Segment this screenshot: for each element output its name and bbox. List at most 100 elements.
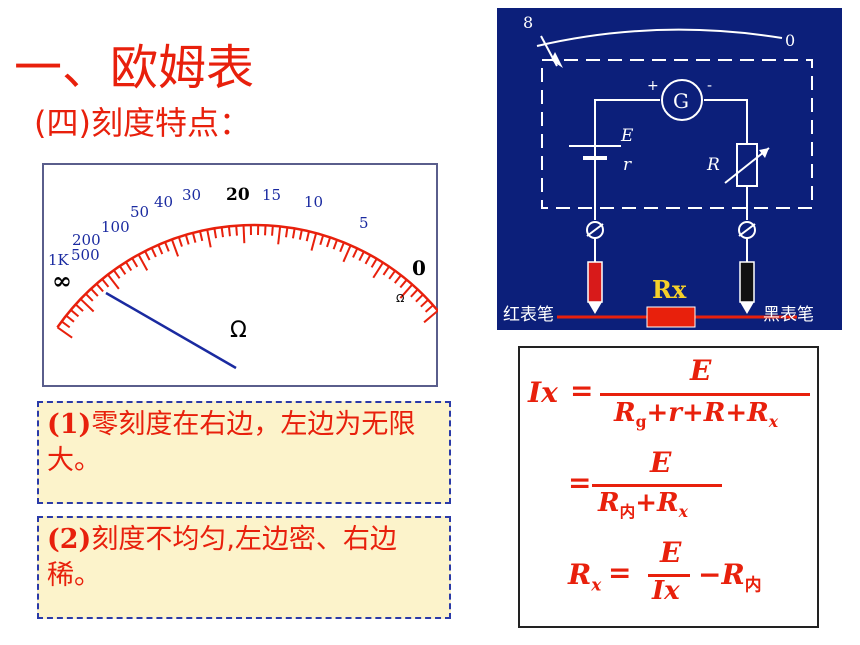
frac-bar-2	[592, 484, 722, 487]
scale-tick	[112, 269, 121, 279]
red-lead-label: 红表笔	[503, 305, 554, 325]
formula-den1: Rg+r+R+Rx	[614, 398, 779, 432]
scale-label-500: 500	[71, 246, 100, 264]
rheostat-arrow-head	[759, 148, 769, 158]
rx-label: Rx	[652, 275, 687, 304]
ohmmeter-scale-figure: ∞ 1K 500 200 100 50 40 30 20 15 10 5 0 Ω…	[42, 163, 438, 387]
red-probe-tip	[588, 302, 602, 314]
unit-large-ohm: Ω	[230, 318, 247, 343]
formula-minus-r: −R内	[698, 558, 762, 595]
frac-bar-1	[600, 393, 810, 396]
scale-label-15: 15	[262, 186, 281, 204]
formula-num3: E	[660, 536, 682, 569]
formula-num1: E	[690, 354, 712, 387]
scale-tick	[101, 278, 110, 288]
meter-boundary-box	[541, 59, 813, 209]
black-probe	[739, 261, 755, 303]
scale-tick	[199, 230, 204, 242]
scale-tick	[424, 304, 434, 313]
ohmmeter-circuit-diagram: 8 0 G + - E r R	[497, 8, 842, 330]
scale-tick	[170, 239, 180, 257]
scale-tick	[399, 279, 408, 289]
formula-eq1: =	[570, 374, 594, 407]
page-title: 一、欧姆表	[14, 40, 255, 96]
scale-tick	[420, 299, 429, 308]
scale-tick	[206, 229, 212, 248]
scale-tick	[310, 232, 318, 251]
scale-tick	[70, 309, 80, 318]
scale-label-200: 200	[72, 231, 101, 249]
scale-tick	[319, 234, 325, 246]
scale-label-100: 100	[101, 218, 130, 236]
scale-tick	[74, 303, 84, 312]
scale-label-40: 40	[154, 193, 173, 211]
plus-sign: +	[647, 78, 659, 94]
black-probe-tip	[740, 302, 754, 314]
black-lead-label: 黑表笔	[763, 305, 814, 325]
wire-right-top	[704, 99, 748, 144]
rheostat-arrow	[724, 147, 770, 184]
scale-label-30: 30	[182, 186, 201, 204]
scale-tick	[79, 298, 95, 313]
section-subtitle: (四)刻度特点：	[34, 104, 251, 142]
rheostat-body	[736, 143, 758, 187]
scale-label-50: 50	[130, 203, 149, 221]
scale-label-infinity: ∞	[52, 266, 72, 295]
scale-label-10: 10	[304, 193, 323, 211]
note-nonuniform: (2)刻度不均匀,左边密、右边稀。	[37, 516, 451, 619]
scale-tick	[394, 274, 402, 284]
scale-tick	[61, 320, 71, 329]
scale-tick	[150, 247, 157, 258]
meter-needle	[105, 291, 237, 370]
frac-bar-3	[648, 574, 690, 577]
scale-ticks	[56, 223, 438, 339]
scale-tick	[56, 326, 73, 339]
galvanometer-label: G	[673, 89, 689, 113]
scale-tick	[399, 283, 413, 299]
scale-tick	[65, 314, 75, 323]
scale-tick	[298, 229, 303, 240]
scale-tick	[85, 293, 94, 302]
scale-tick	[90, 288, 99, 297]
note2-text: 刻度不均匀,左边密、右边稀。	[47, 524, 397, 591]
internal-resistance-label: r	[623, 155, 632, 175]
scale-tick	[137, 254, 149, 271]
scale-tick	[95, 283, 104, 293]
note1-number: (1)	[47, 409, 92, 440]
formula-den3: Ix	[652, 576, 680, 606]
dial-arc	[536, 28, 783, 47]
dial-label-left: 8	[523, 13, 533, 32]
circuit-svg: 8 0 G + - E r R	[503, 13, 814, 328]
scale-tick	[358, 251, 365, 261]
scale-arc	[56, 223, 438, 329]
emf-label: E	[620, 126, 634, 146]
scale-tick	[364, 254, 372, 265]
formula-eq2: =	[568, 466, 592, 499]
dial-label-right: 0	[785, 31, 795, 50]
scale-tick	[271, 225, 274, 236]
scale-tick	[157, 244, 164, 255]
scale-tick	[220, 227, 224, 238]
formula-eq3: =	[608, 556, 632, 589]
scale-tick	[242, 225, 246, 244]
scale-tick	[332, 239, 339, 250]
scale-tick	[107, 273, 120, 290]
scale-tick	[423, 309, 438, 324]
scale-tick	[382, 266, 390, 276]
formula-den2: R内+Rx	[598, 488, 688, 522]
scale-tick	[144, 250, 151, 261]
scale-label-20: 20	[226, 185, 250, 205]
unit-small-ohm: Ω	[396, 292, 404, 305]
scale-tick	[291, 228, 296, 239]
scale-tick	[131, 257, 139, 268]
scale-tick	[352, 247, 359, 258]
scale-tick	[305, 231, 310, 242]
scale-tick	[177, 236, 183, 247]
scale-tick	[415, 293, 424, 303]
scale-tick	[342, 244, 352, 263]
formula-ix: Ix	[528, 376, 558, 409]
galvanometer-symbol	[661, 79, 703, 121]
scale-tick	[410, 288, 419, 298]
minus-sign: -	[707, 78, 712, 94]
scale-tick	[388, 270, 396, 280]
